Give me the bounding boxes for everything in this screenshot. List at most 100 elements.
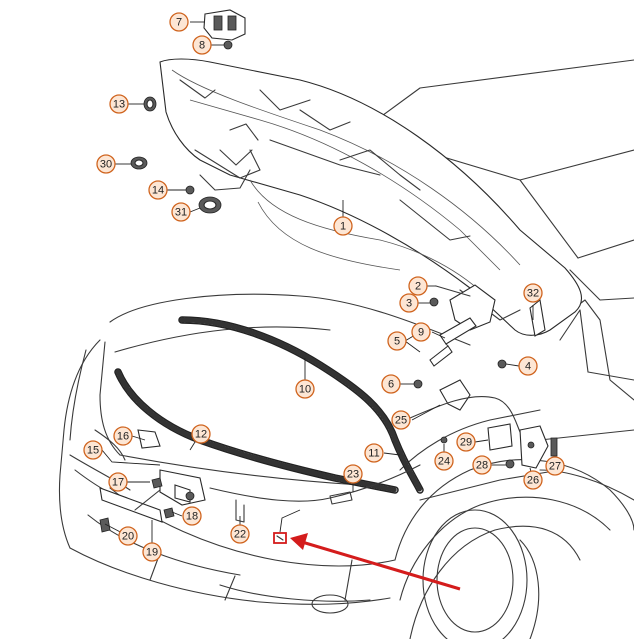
clip: [185, 185, 195, 195]
callout-number: 11: [368, 448, 379, 460]
callout-12: 12: [191, 424, 211, 444]
callout-number: 17: [112, 477, 124, 489]
clip: [273, 532, 287, 544]
bowden-cable: [209, 464, 421, 502]
callout-circle: [518, 356, 538, 376]
callout-circle: [83, 440, 103, 460]
callout-number: 8: [199, 40, 205, 52]
callout-circle: [411, 322, 431, 342]
hinge-cover: [529, 298, 546, 337]
callout-number: 13: [113, 99, 125, 111]
callout-18: 18: [182, 506, 202, 526]
callout-circle: [523, 470, 543, 490]
callout-number: 24: [438, 456, 450, 468]
callout-22: 22: [230, 524, 250, 544]
bolt: [429, 297, 439, 307]
callout-circle: [391, 410, 411, 430]
callout-number: 31: [175, 207, 187, 219]
bolt: [99, 517, 111, 533]
grommet: [130, 156, 148, 170]
callout-circle: [182, 506, 202, 526]
callout-circle: [118, 526, 138, 546]
screw: [550, 437, 558, 457]
callout-number: 32: [527, 288, 539, 300]
callout-25: 25: [391, 410, 411, 430]
callout-24: 24: [434, 451, 454, 471]
bolt: [151, 477, 163, 489]
callout-circle: [192, 35, 212, 55]
callout-29: 29: [456, 432, 476, 452]
callout-number: 14: [152, 185, 164, 197]
callout-number: 7: [176, 17, 182, 29]
callout-15: 15: [83, 440, 103, 460]
callout-circle: [364, 443, 384, 463]
callout-number: 4: [525, 361, 531, 373]
callout-number: 25: [395, 415, 407, 427]
callout-circle: [171, 202, 191, 222]
callout-number: 9: [418, 327, 424, 339]
callout-circle: [113, 426, 133, 446]
callout-26: 26: [523, 470, 543, 490]
callout-1: 1: [333, 216, 353, 236]
callout-circle: [109, 94, 129, 114]
callout-2: 2: [408, 276, 428, 296]
callout-4: 4: [518, 356, 538, 376]
callout-23: 23: [343, 464, 363, 484]
callout-circle: [333, 216, 353, 236]
callout-number: 20: [122, 531, 134, 543]
clip: [440, 436, 448, 444]
callout-number: 16: [117, 431, 129, 443]
callout-27: 27: [545, 456, 565, 476]
callout-number: 29: [460, 437, 472, 449]
callout-circle: [472, 455, 492, 475]
callout-5: 5: [387, 331, 407, 351]
callout-number: 19: [146, 547, 158, 559]
strut-ball-pin: [435, 285, 471, 297]
callout-17: 17: [108, 472, 128, 492]
callout-circle: [142, 542, 162, 562]
callout-32: 32: [523, 283, 543, 303]
callout-3: 3: [399, 293, 419, 313]
callout-8: 8: [192, 35, 212, 55]
callout-11: 11: [364, 443, 384, 463]
callout-number: 5: [394, 336, 400, 348]
bolt: [497, 359, 507, 369]
callout-number: 28: [476, 460, 488, 472]
clip: [505, 459, 515, 469]
callout-circle: [456, 432, 476, 452]
striker-bracket: [203, 9, 246, 41]
callout-number: 1: [340, 221, 346, 233]
bracket: [137, 429, 161, 449]
callout-circle: [191, 424, 211, 444]
callout-circle: [169, 12, 189, 32]
callout-circle: [381, 374, 401, 394]
callout-number: 30: [100, 159, 112, 171]
callout-circle: [434, 451, 454, 471]
callout-30: 30: [96, 154, 116, 174]
callout-circle: [545, 456, 565, 476]
pointer-arrow: [290, 533, 461, 591]
callout-circle: [523, 283, 543, 303]
callout-31: 31: [171, 202, 191, 222]
hood: [159, 58, 583, 336]
callout-circle: [343, 464, 363, 484]
callout-number: 3: [406, 298, 412, 310]
bolt: [413, 379, 423, 389]
callout-7: 7: [169, 12, 189, 32]
callout-14: 14: [148, 180, 168, 200]
callout-circle: [408, 276, 428, 296]
lock-carrier: [99, 469, 206, 523]
callout-13: 13: [109, 94, 129, 114]
callout-circle: [148, 180, 168, 200]
bump-stop: [143, 96, 157, 112]
callout-16: 16: [113, 426, 133, 446]
callout-number: 23: [347, 469, 359, 481]
callout-number: 27: [549, 461, 561, 473]
callout-number: 10: [299, 384, 311, 396]
callout-number: 18: [186, 511, 198, 523]
callout-circle: [399, 293, 419, 313]
callout-number: 22: [234, 529, 246, 541]
hinge-lower: [439, 379, 471, 411]
release-handle: [487, 423, 549, 469]
